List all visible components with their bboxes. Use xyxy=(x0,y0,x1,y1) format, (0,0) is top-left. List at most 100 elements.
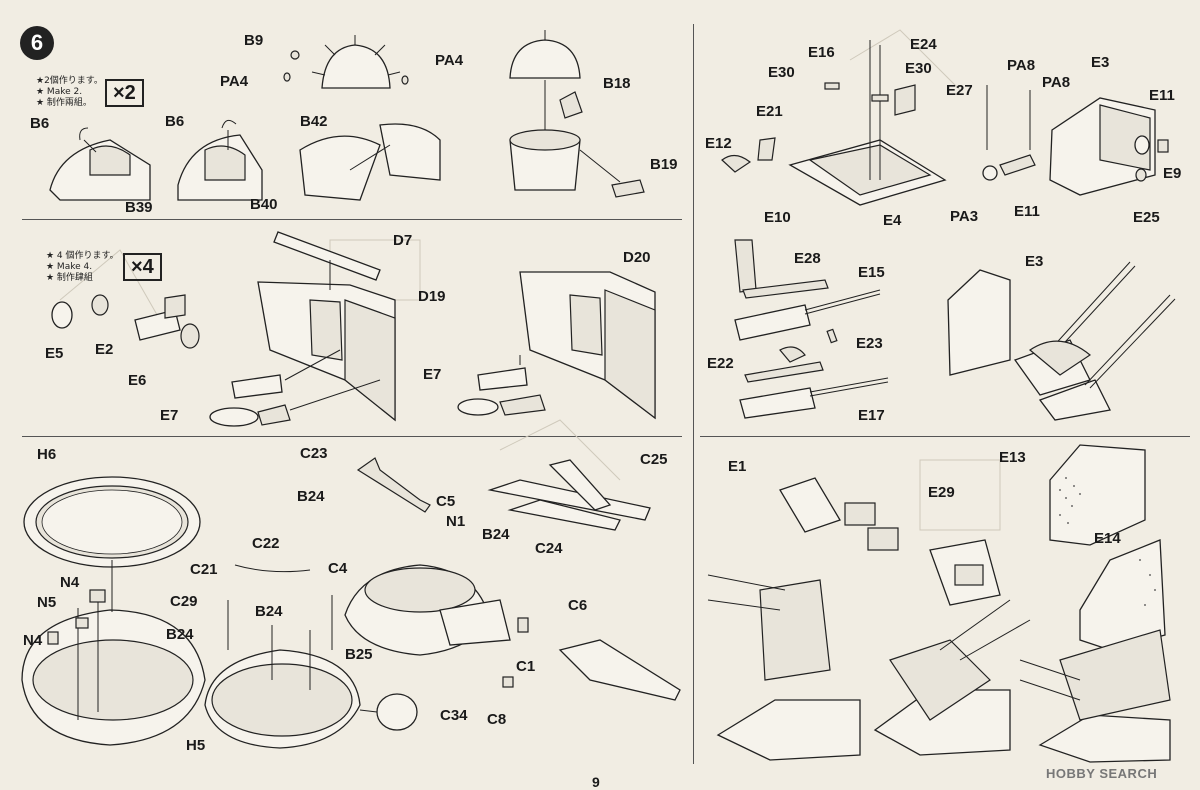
label-e17: E17 xyxy=(858,407,885,424)
label-e4: E4 xyxy=(883,212,902,229)
label-e11-bottom: E11 xyxy=(1014,203,1040,220)
multiplier-x4: ×4 xyxy=(123,253,162,281)
label-h5: H5 xyxy=(186,737,206,754)
label-c21: C21 xyxy=(190,561,218,578)
label-b9: B9 xyxy=(244,32,264,49)
d20-shield-assembly xyxy=(457,271,656,420)
c23-c25-guns xyxy=(356,457,681,701)
b40-assembly xyxy=(177,119,263,201)
label-b24-left: B24 xyxy=(166,626,194,643)
page-number: 9 xyxy=(592,774,600,790)
label-b42: B42 xyxy=(300,113,328,130)
label-e11-top: E11 xyxy=(1149,87,1175,104)
label-e10: E10 xyxy=(764,209,791,226)
label-c8: C8 xyxy=(487,711,507,728)
label-b18: B18 xyxy=(603,75,631,92)
label-c23: C23 xyxy=(300,445,328,462)
label-e15: E15 xyxy=(858,264,885,281)
label-b6-right: B6 xyxy=(165,113,185,130)
label-e1: E1 xyxy=(728,458,747,475)
label-e3-top: E3 xyxy=(1091,54,1110,71)
h5-hull xyxy=(21,560,206,746)
note-make-4-line-1: ★ 4 個作ります。 xyxy=(46,251,119,261)
label-e6: E6 xyxy=(128,372,147,389)
label-c24: C24 xyxy=(535,540,563,557)
step-number-badge: 6 xyxy=(20,26,54,60)
vertical-divider xyxy=(693,24,694,764)
label-e14: E14 xyxy=(1094,530,1121,547)
label-c25: C25 xyxy=(640,451,668,468)
d19-shield-assembly xyxy=(209,231,396,427)
b18-b19-assembly xyxy=(509,30,645,198)
note-make-4: ★ 4 個作ります。 ★ Make 4. ★ 制作肆組 xyxy=(46,251,119,284)
label-e23: E23 xyxy=(856,335,883,352)
label-d7: D7 xyxy=(393,232,413,249)
label-b24-middle: B24 xyxy=(255,603,283,620)
label-pa3: PA3 xyxy=(950,208,979,225)
label-e7-right: E7 xyxy=(423,366,442,383)
note-make-2: ★2個作ります。 ★ Make 2. ★ 制作兩組。 xyxy=(36,76,103,109)
label-n4-bottom: N4 xyxy=(23,632,43,649)
e15-e17-gun-parts xyxy=(734,239,889,419)
label-e21: E21 xyxy=(756,103,783,120)
label-c29: C29 xyxy=(170,593,198,610)
label-e28: E28 xyxy=(794,250,821,267)
label-e30-right: E30 xyxy=(905,60,932,77)
label-b24-top: B24 xyxy=(297,488,325,505)
label-e7-left: E7 xyxy=(160,407,179,424)
b39-assembly xyxy=(49,127,151,201)
label-c6: C6 xyxy=(568,597,588,614)
e4-seat-assembly xyxy=(721,40,947,206)
label-b24-right: B24 xyxy=(482,526,510,543)
horizontal-divider-3 xyxy=(700,436,1190,437)
label-pa8-left: PA8 xyxy=(1007,57,1036,74)
watermark: HOBBY SEARCH xyxy=(1046,766,1158,781)
label-n5: N5 xyxy=(37,594,57,611)
label-c1: C1 xyxy=(516,658,536,675)
label-pa4-left: PA4 xyxy=(220,73,249,90)
note-make-2-line-2: ★ Make 2. xyxy=(36,87,83,97)
label-c4: C4 xyxy=(328,560,348,577)
label-b6-left: B6 xyxy=(30,115,50,132)
e5-e2-e6-parts xyxy=(51,294,200,349)
label-b40: B40 xyxy=(250,196,278,213)
note-make-4-line-2: ★ Make 4. xyxy=(46,262,93,272)
note-make-2-line-3: ★ 制作兩組。 xyxy=(36,98,92,108)
label-pa8-right: PA8 xyxy=(1042,74,1071,91)
label-pa4-right: PA4 xyxy=(435,52,464,69)
label-e5: E5 xyxy=(45,345,64,362)
label-e29: E29 xyxy=(928,484,955,501)
label-d19: D19 xyxy=(418,288,446,305)
label-b25: B25 xyxy=(345,646,373,663)
label-e30-left: E30 xyxy=(768,64,795,81)
label-e12: E12 xyxy=(705,135,732,152)
label-c22: C22 xyxy=(252,535,280,552)
e3-twin-gun-mount xyxy=(947,261,1176,421)
label-h6: H6 xyxy=(37,446,57,463)
multiplier-x2: ×2 xyxy=(105,79,144,107)
label-e2: E2 xyxy=(95,341,114,358)
label-e13: E13 xyxy=(999,449,1026,466)
horizontal-divider-1 xyxy=(22,219,682,220)
label-d20: D20 xyxy=(623,249,651,266)
horizontal-divider-2 xyxy=(22,436,682,437)
label-e9: E9 xyxy=(1163,165,1182,182)
label-e27: E27 xyxy=(946,82,973,99)
label-c5: C5 xyxy=(436,493,456,510)
label-e3-middle: E3 xyxy=(1025,253,1044,270)
label-n4-top: N4 xyxy=(60,574,80,591)
e13-e14-armor xyxy=(1049,444,1166,651)
label-b19: B19 xyxy=(650,156,678,173)
h6-ring xyxy=(23,476,201,568)
label-n1: N1 xyxy=(446,513,466,530)
completed-mounts xyxy=(707,574,1171,763)
label-e16: E16 xyxy=(808,44,835,61)
e1-e29-parts xyxy=(779,477,1001,606)
label-e25: E25 xyxy=(1133,209,1160,226)
label-e22: E22 xyxy=(707,355,734,372)
label-b39: B39 xyxy=(125,199,153,216)
turret-mount-assembly xyxy=(299,123,441,201)
note-make-4-line-3: ★ 制作肆組 xyxy=(46,273,93,283)
